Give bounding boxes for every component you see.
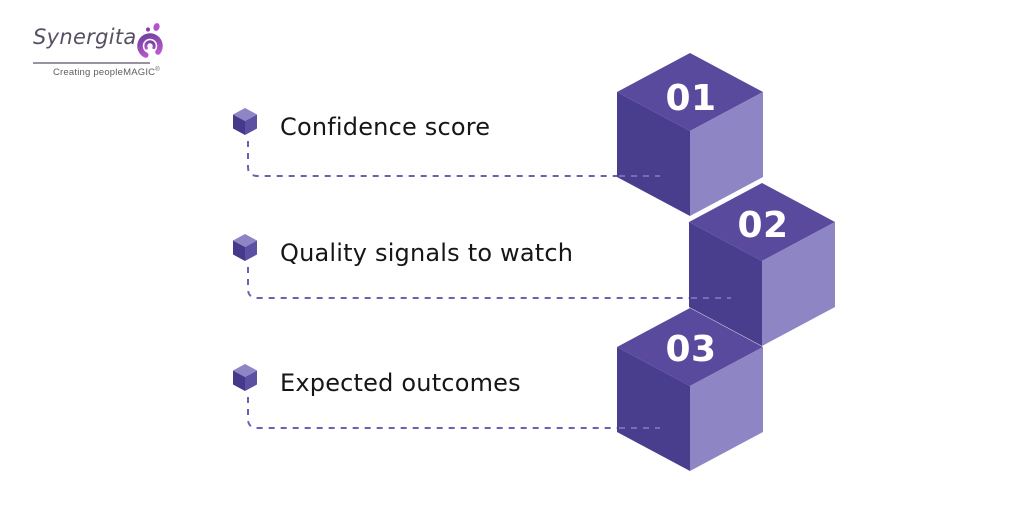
- cube-left-face: [617, 92, 690, 216]
- connector-line-3: [247, 397, 617, 429]
- cube-left-face: [689, 222, 762, 346]
- mini-cube-icon: [233, 364, 257, 391]
- mini-cube-icon: [233, 108, 257, 135]
- mini-cube-right-face: [245, 370, 257, 391]
- synergita-swirl-icon: [136, 23, 163, 59]
- mini-cube-left-face: [233, 370, 245, 391]
- connector-line-1: [247, 141, 617, 177]
- cube-02: 02: [689, 183, 835, 346]
- item-label-expected-outcomes: Expected outcomes: [280, 369, 521, 397]
- registered-mark: ®: [155, 67, 160, 73]
- logo-brand-text: Synergita: [33, 25, 137, 49]
- mini-cube-left-face: [233, 240, 245, 261]
- mini-cube-left-face: [233, 114, 245, 135]
- cube-right-face: [690, 92, 763, 216]
- item-label-confidence-score: Confidence score: [280, 113, 491, 141]
- mini-cube-icon: [233, 234, 257, 261]
- cube-01: 01: [617, 53, 763, 216]
- logo-row: Synergita: [33, 20, 168, 60]
- cube-right-face: [690, 347, 763, 471]
- cube-number: 02: [737, 205, 788, 246]
- logo-divider: [33, 62, 150, 64]
- logo-tagline-text: Creating peopleMAGIC: [53, 67, 156, 79]
- connector-line-2: [247, 267, 689, 299]
- cube-right-face: [762, 222, 835, 346]
- logo: Synergita Creating peopleMAGIC®: [33, 20, 168, 78]
- mini-cube-right-face: [245, 114, 257, 135]
- cube-number: 03: [665, 329, 716, 370]
- mini-cube-right-face: [245, 240, 257, 261]
- cube-03: 03: [617, 308, 763, 471]
- item-label-quality-signals: Quality signals to watch: [280, 239, 574, 267]
- cube-left-face: [617, 347, 690, 471]
- cube-number: 01: [665, 78, 716, 119]
- logo-tagline: Creating peopleMAGIC®: [53, 67, 168, 78]
